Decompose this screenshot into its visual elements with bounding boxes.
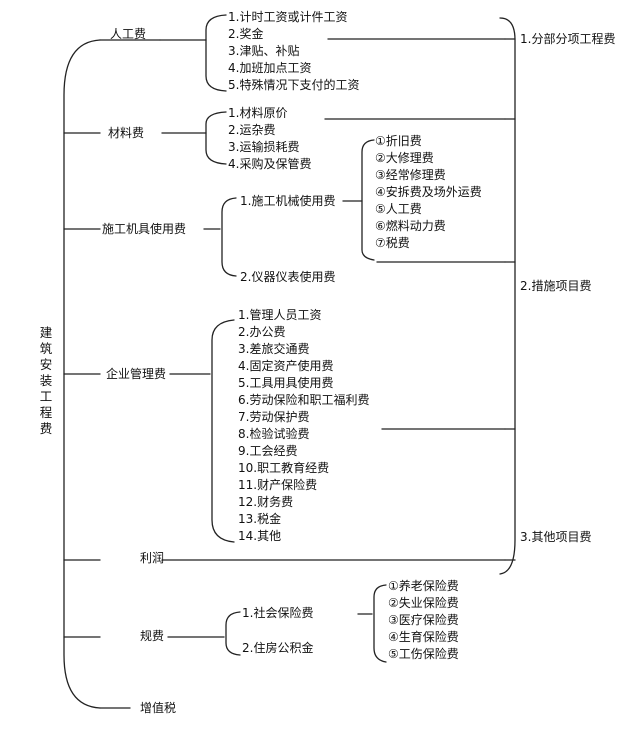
right-category-other: 3.其他项目费 <box>520 530 592 544</box>
fees-item: 1.社会保险费 <box>242 606 314 620</box>
material-item: 3.运输损耗费 <box>228 140 300 154</box>
management-item: 6.劳动保险和职工福利费 <box>238 393 370 407</box>
management-item: 10.职工教育经费 <box>238 461 330 475</box>
machinery-subitem: ①折旧费 <box>375 134 422 148</box>
fees-subitem: ①养老保险费 <box>388 579 459 593</box>
management-item: 13.税金 <box>238 512 282 526</box>
management-item: 4.固定资产使用费 <box>238 359 334 373</box>
management-item: 12.财务费 <box>238 495 294 509</box>
machinery-item: 1.施工机械使用费 <box>240 194 336 208</box>
machinery-subitem: ⑦税费 <box>375 236 410 250</box>
machinery-subitem: ②大修理费 <box>375 151 434 165</box>
category-management: 企业管理费 <box>106 367 167 381</box>
management-item: 7.劳动保护费 <box>238 410 310 424</box>
right-category-item: 1.分部分项工程费 <box>520 32 616 46</box>
labor-item: 4.加班加点工资 <box>228 61 312 75</box>
fees-subitem: ⑤工伤保险费 <box>388 647 459 661</box>
management-item: 8.检验试验费 <box>238 427 310 441</box>
management-item: 11.财产保险费 <box>238 478 318 492</box>
labor-item: 3.津贴、补贴 <box>228 44 300 58</box>
fees-subitem: ②失业保险费 <box>388 596 459 610</box>
category-labor: 人工费 <box>110 27 147 41</box>
root-label: 建筑安装工程费 <box>39 325 53 436</box>
material-item: 4.采购及保管费 <box>228 157 312 171</box>
machinery-subitem: ③经常修理费 <box>375 168 446 182</box>
category-profit: 利润 <box>140 551 165 565</box>
labor-item: 2.奖金 <box>228 27 264 41</box>
management-item: 2.办公费 <box>238 325 286 339</box>
fees-subitem: ④生育保险费 <box>388 630 459 644</box>
machinery-subitem: ⑤人工费 <box>375 202 422 216</box>
right-category-measures: 2.措施项目费 <box>520 279 592 293</box>
fees-subitem: ③医疗保险费 <box>388 613 459 627</box>
category-material: 材料费 <box>108 126 145 140</box>
management-item: 14.其他 <box>238 529 282 543</box>
category-machinery: 施工机具使用费 <box>102 222 187 236</box>
labor-item: 1.计时工资或计件工资 <box>228 10 348 24</box>
management-item: 5.工具用具使用费 <box>238 376 334 390</box>
machinery-subitem: ④安拆费及场外运费 <box>375 185 482 199</box>
management-item: 3.差旅交通费 <box>238 342 310 356</box>
labor-item: 5.特殊情况下支付的工资 <box>228 78 360 92</box>
machinery-subitem: ⑥燃料动力费 <box>375 219 446 233</box>
category-vat: 增值税 <box>140 701 177 715</box>
category-fees: 规费 <box>140 629 165 643</box>
material-item: 1.材料原价 <box>228 106 288 120</box>
management-item: 1.管理人员工资 <box>238 308 322 322</box>
fees-item: 2.住房公积金 <box>242 641 314 655</box>
machinery-item: 2.仪器仪表使用费 <box>240 270 336 284</box>
material-item: 2.运杂费 <box>228 123 276 137</box>
management-item: 9.工会经费 <box>238 444 298 458</box>
